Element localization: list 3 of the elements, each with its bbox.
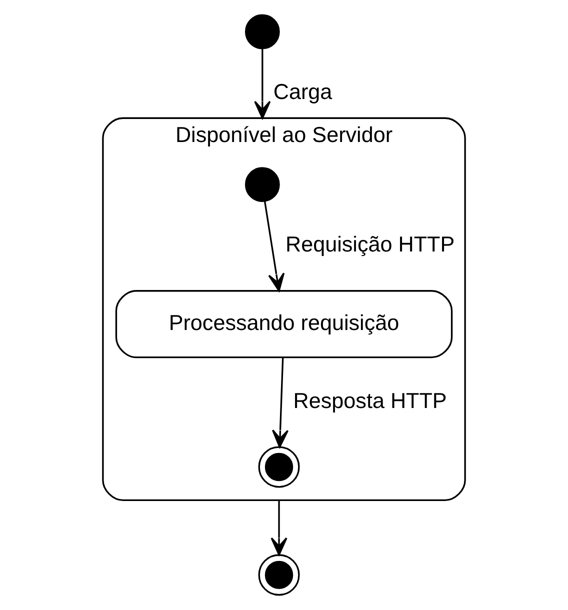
edge-label: Carga xyxy=(273,78,332,104)
edge-label: Resposta HTTP xyxy=(293,388,447,413)
edge-label: Requisição HTTP xyxy=(285,232,455,257)
